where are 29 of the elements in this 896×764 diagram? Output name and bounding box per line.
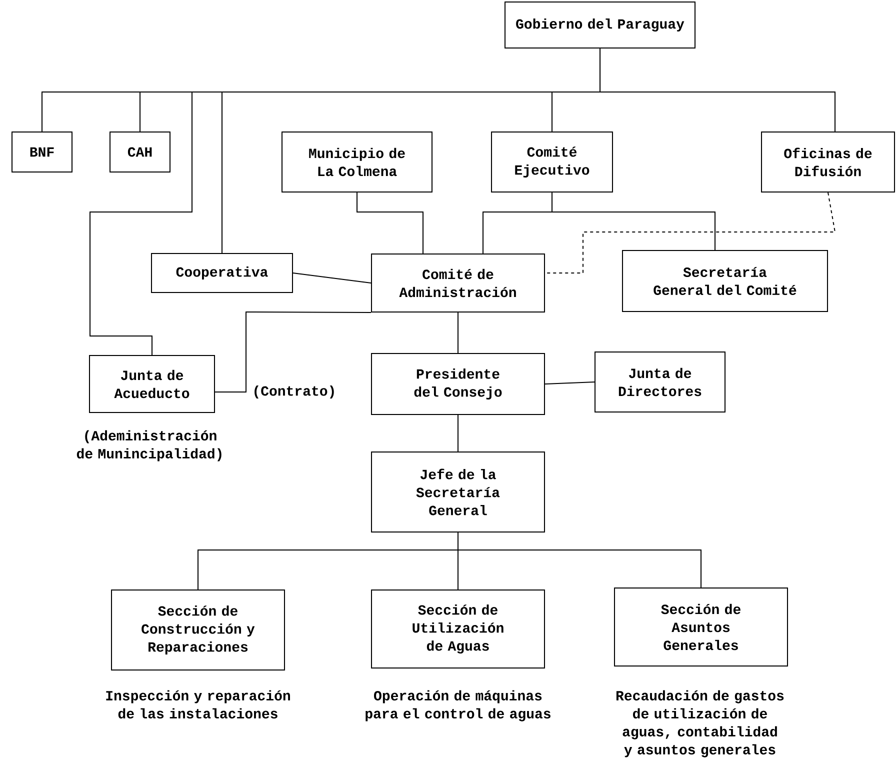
- org-box: Secretaría General del Comité: [622, 250, 828, 312]
- connector-line: [458, 532, 702, 588]
- connector-line: [544, 192, 836, 274]
- connector-line: [356, 192, 424, 254]
- connector-line: [214, 312, 372, 392]
- description-text: Inspección y reparación de las instalaciones: [106, 690, 290, 718]
- description-text: Recaudación de gastos de utilización de aguas, contabilidad y asuntos generales: [616, 690, 784, 758]
- org-box: BNF: [12, 132, 72, 172]
- org-box: Junta de Acueducto: [89, 355, 215, 413]
- org-box: Comité de Administración: [371, 254, 545, 312]
- org-box: Sección de Utilización de Aguas: [371, 590, 545, 668]
- org-box: Junta de Directores: [594, 352, 726, 412]
- org-box: Cooperativa: [151, 253, 293, 293]
- org-box: Comité Ejecutivo: [491, 132, 613, 192]
- org-box: Jefe de la Secretaría General: [371, 452, 545, 532]
- connector-line: [552, 192, 716, 251]
- org-box: Sección de Construcción y Reparaciones: [111, 590, 285, 670]
- connector-line: [600, 48, 836, 132]
- description-text: (Adeministración de Munincipalidad): [76, 430, 222, 462]
- org-box: CAH: [110, 132, 170, 172]
- org-box: Presidente del Consejo: [371, 353, 545, 415]
- org-box: Oficinas de Difusión: [761, 132, 895, 192]
- edge-label: (Contrato): [251, 384, 338, 400]
- org-box: Gobierno del Paraguay: [504, 2, 696, 48]
- connector-line: [292, 272, 372, 284]
- connector-line: [544, 382, 595, 384]
- org-box: Municipio de La Colmena: [282, 132, 432, 192]
- org-box: Sección de Asuntos Generales: [614, 588, 788, 666]
- description-text: Operación de máquinas para el control de aguas: [366, 690, 550, 722]
